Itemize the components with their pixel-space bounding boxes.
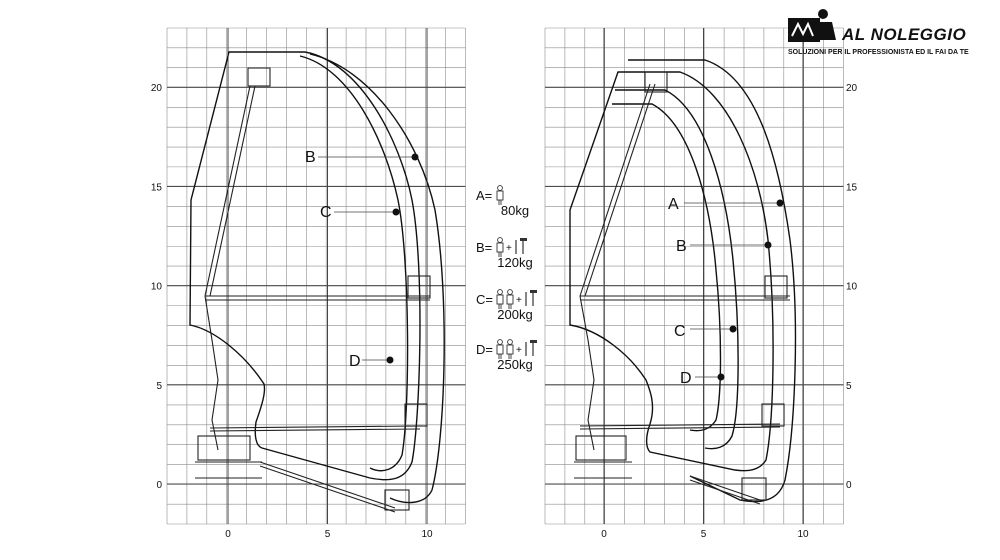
right-grid: 0 5 10 0 5 10 15 20	[544, 27, 858, 540]
right-envelopes	[569, 59, 797, 503]
left-envelope-d	[299, 55, 409, 472]
legend-key: A=	[476, 188, 492, 203]
legend-load: 80kg	[501, 203, 529, 218]
right_diagram-y-tick: 0	[846, 480, 852, 491]
operator-icon	[496, 185, 504, 205]
right_diagram-y-tick: 20	[846, 83, 858, 94]
left-grid: 0 5 10 0 5 10 15 20	[151, 27, 466, 540]
operator-icon	[496, 289, 504, 309]
left-curve-label-c: C	[320, 204, 332, 221]
tools-icon	[515, 238, 527, 254]
right-boom	[574, 71, 790, 505]
left_diagram-x-tick: 5	[325, 529, 331, 540]
left-envelope-outer	[309, 53, 445, 504]
logo-brand: AL NOLEGGIO	[841, 25, 966, 44]
left_diagram-y-tick: 20	[151, 83, 163, 94]
right_diagram-x-tick: 10	[797, 529, 809, 540]
plus-icon: +	[506, 243, 512, 254]
right-curve-label-c: C	[674, 323, 686, 340]
left-curve-label-b: B	[305, 149, 316, 166]
left_diagram-y-tick: 15	[151, 182, 163, 193]
legend-row: C= +200kg	[476, 289, 537, 322]
left_diagram-x-tick: 0	[225, 529, 231, 540]
legend-key: C=	[476, 292, 493, 307]
legend-load: 200kg	[497, 307, 532, 322]
right-envelope-d	[612, 103, 722, 432]
left-boom	[195, 67, 431, 513]
plus-icon: +	[516, 345, 522, 356]
brand-logo: AL NOLEGGIO SOLUZIONI PER IL PROFESSIONI…	[788, 9, 969, 56]
right-envelope-b	[569, 71, 774, 472]
right-curve-label-a: A	[668, 196, 679, 213]
legend-row: A= 80kg	[476, 185, 529, 218]
left_diagram-y-tick: 10	[151, 282, 163, 293]
left-envelope-b	[189, 51, 421, 481]
legend-row: B= +120kg	[476, 237, 533, 270]
tools-icon	[525, 340, 537, 356]
left_diagram-x-tick: 10	[421, 529, 433, 540]
right-curve-label-b: B	[676, 238, 687, 255]
left_diagram-y-tick: 5	[156, 381, 162, 392]
right-markers	[684, 199, 784, 381]
left-markers	[318, 153, 419, 364]
right_diagram-y-tick: 10	[846, 282, 858, 293]
legend-row: D= +250kg	[476, 339, 537, 372]
right-curve-label-d: D	[680, 370, 692, 387]
right-envelope-a	[628, 59, 797, 503]
right_diagram-x-tick: 5	[701, 529, 707, 540]
operator-icon	[496, 339, 504, 359]
logo-tagline: SOLUZIONI PER IL PROFESSIONISTA ED IL FA…	[788, 49, 969, 56]
operator-icon	[496, 237, 504, 257]
plus-icon: +	[516, 295, 522, 306]
left_diagram-y-tick: 0	[156, 480, 162, 491]
right-envelope-c	[615, 89, 739, 450]
left-envelopes	[189, 51, 445, 504]
tools-icon	[525, 290, 537, 306]
operator-icon	[506, 289, 514, 309]
right_diagram-y-tick: 5	[846, 381, 852, 392]
right_diagram-x-tick: 0	[601, 529, 607, 540]
legend-key: B=	[476, 240, 492, 255]
left-curve-label-d: D	[349, 353, 361, 370]
right_diagram-y-tick: 15	[846, 182, 858, 193]
operator-icon	[506, 339, 514, 359]
legend-key: D=	[476, 342, 493, 357]
legend-load: 250kg	[497, 357, 532, 372]
legend-load: 120kg	[497, 255, 532, 270]
